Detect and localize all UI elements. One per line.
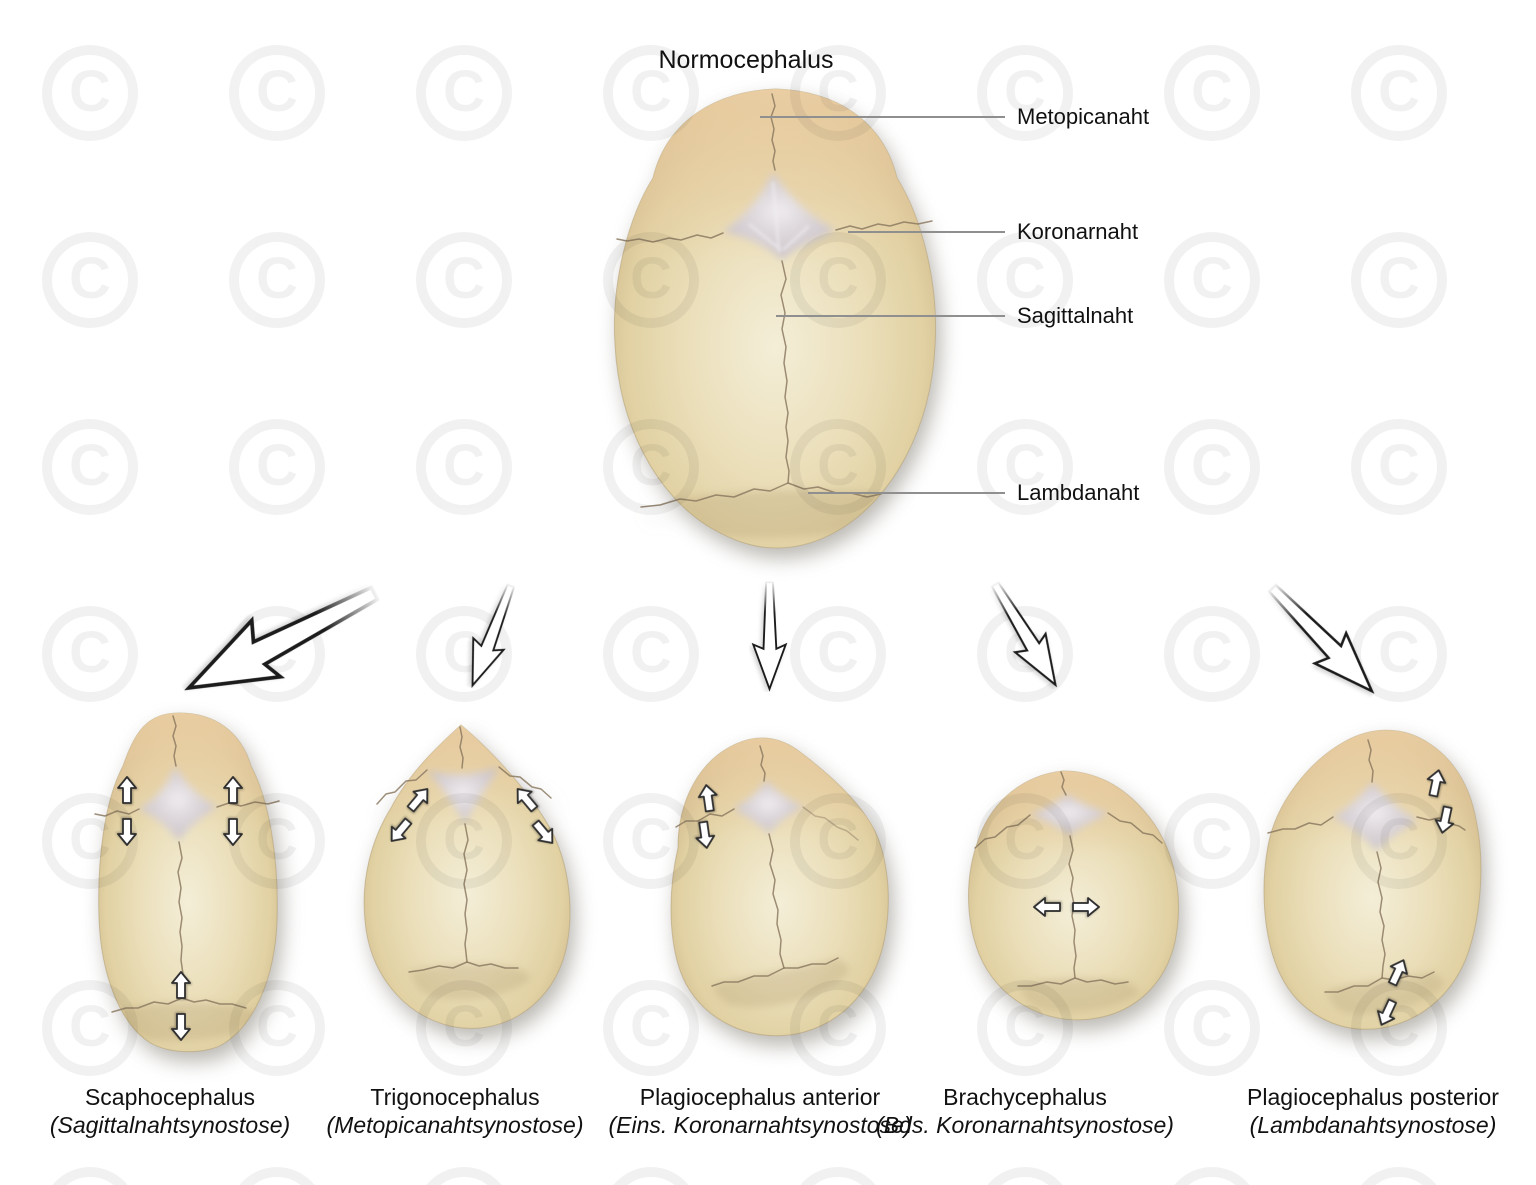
copyright-icon: C	[416, 419, 512, 515]
copyright-icon: C	[603, 606, 699, 702]
copyright-icon: C	[229, 232, 325, 328]
caption-plagiocephalus-posterior: Plagiocephalus posterior (Lambdanahtsyno…	[1247, 1083, 1499, 1139]
growth-arrow-up-icon	[695, 782, 721, 815]
copyright-icon: C	[42, 419, 138, 515]
growth-arrow-down-icon	[116, 817, 138, 847]
copyright-icon: C	[1164, 45, 1260, 141]
variant-synostosis: (Metopicanahtsynostose)	[326, 1112, 584, 1138]
growth-arrow-up-icon	[116, 775, 138, 805]
growth-arrow-left-icon	[1032, 896, 1062, 918]
variant-name: Plagiocephalus anterior	[639, 1084, 881, 1110]
leader-line-lambdoid	[808, 492, 1005, 494]
variant-synostosis: (Eins. Koronarnahtsynostose)	[608, 1112, 912, 1138]
growth-arrow-up-icon	[222, 775, 244, 805]
copyright-icon: C	[1164, 606, 1260, 702]
copyright-icon: C	[1351, 419, 1447, 515]
copyright-icon: C	[416, 45, 512, 141]
copyright-icon: C	[229, 1167, 325, 1185]
growth-arrow-right-icon	[1071, 896, 1101, 918]
growth-arrow-up-icon	[170, 970, 192, 1000]
arrow-to-trigonocephalus	[452, 576, 530, 695]
growth-arrow-down-icon	[692, 819, 718, 852]
suture-label-sagittal: Sagittalnaht	[1017, 303, 1134, 328]
copyright-icon: C	[416, 1167, 512, 1185]
arrow-to-plagiocephalus-posterior	[1251, 567, 1395, 713]
caption-scaphocephalus: Scaphocephalus (Sagittalnahtsynostose)	[50, 1083, 290, 1139]
copyright-icon: C	[42, 1167, 138, 1185]
variant-name: Trigonocephalus	[370, 1084, 540, 1110]
variant-synostosis: (Bds. Koronarnahtsynostose)	[876, 1112, 1174, 1138]
copyright-icon: C	[229, 45, 325, 141]
suture-label-lambdoid: Lambdanaht	[1017, 480, 1140, 505]
growth-arrow-down-icon	[222, 817, 244, 847]
copyright-icon: C	[977, 1167, 1073, 1185]
variant-name: Scaphocephalus	[84, 1084, 256, 1110]
page-title: Normocephalus	[658, 46, 834, 74]
copyright-icon: C	[1164, 1167, 1260, 1185]
copyright-icon: C	[790, 1167, 886, 1185]
variant-name: Brachycephalus	[943, 1084, 1107, 1110]
plagiocephalus-anterior-skull-illustration	[670, 737, 889, 1037]
variant-name: Plagiocephalus posterior	[1247, 1084, 1499, 1110]
variant-synostosis: (Lambdanahtsynostose)	[1249, 1112, 1497, 1138]
growth-arrow-down-icon	[170, 1012, 192, 1042]
copyright-icon: C	[1164, 232, 1260, 328]
variant-synostosis: (Sagittalnahtsynostose)	[49, 1112, 291, 1138]
copyright-icon: C	[42, 45, 138, 141]
copyright-icon: C	[416, 232, 512, 328]
leader-line-sagittal	[776, 315, 1005, 317]
copyright-icon: C	[42, 232, 138, 328]
caption-plagiocephalus-anterior: Plagiocephalus anterior (Eins. Koronarna…	[609, 1083, 912, 1139]
leader-line-coronal	[848, 231, 1005, 233]
copyright-icon: C	[790, 606, 886, 702]
leader-line-metopic	[760, 116, 1005, 118]
copyright-icon: C	[1164, 419, 1260, 515]
arrow-to-plagiocephalus-anterior	[749, 580, 790, 692]
arrow-to-scaphocephalus	[166, 556, 397, 726]
copyright-icon: C	[229, 419, 325, 515]
suture-label-coronal: Koronarnaht	[1017, 219, 1139, 244]
plagiocephalus-posterior-skull-illustration	[1263, 729, 1482, 1030]
copyright-icon: C	[42, 606, 138, 702]
brachycephalus-skull-illustration	[968, 770, 1180, 1021]
caption-trigonocephalus: Trigonocephalus (Metopicanahtsynostose)	[327, 1083, 584, 1139]
copyright-icon: C	[1351, 45, 1447, 141]
copyright-icon: C	[1351, 1167, 1447, 1185]
scaphocephalus-skull-illustration	[94, 712, 280, 1053]
trigonocephalus-skull-illustration	[363, 724, 571, 1029]
arrow-to-brachycephalus	[975, 571, 1076, 699]
suture-label-metopic: Metopicanaht	[1017, 104, 1150, 129]
caption-brachycephalus: Brachycephalus (Bds. Koronarnahtsynostos…	[876, 1083, 1174, 1139]
copyright-icon: C	[1351, 232, 1447, 328]
copyright-icon: C	[603, 1167, 699, 1185]
normocephalus-skull-illustration	[613, 88, 937, 549]
